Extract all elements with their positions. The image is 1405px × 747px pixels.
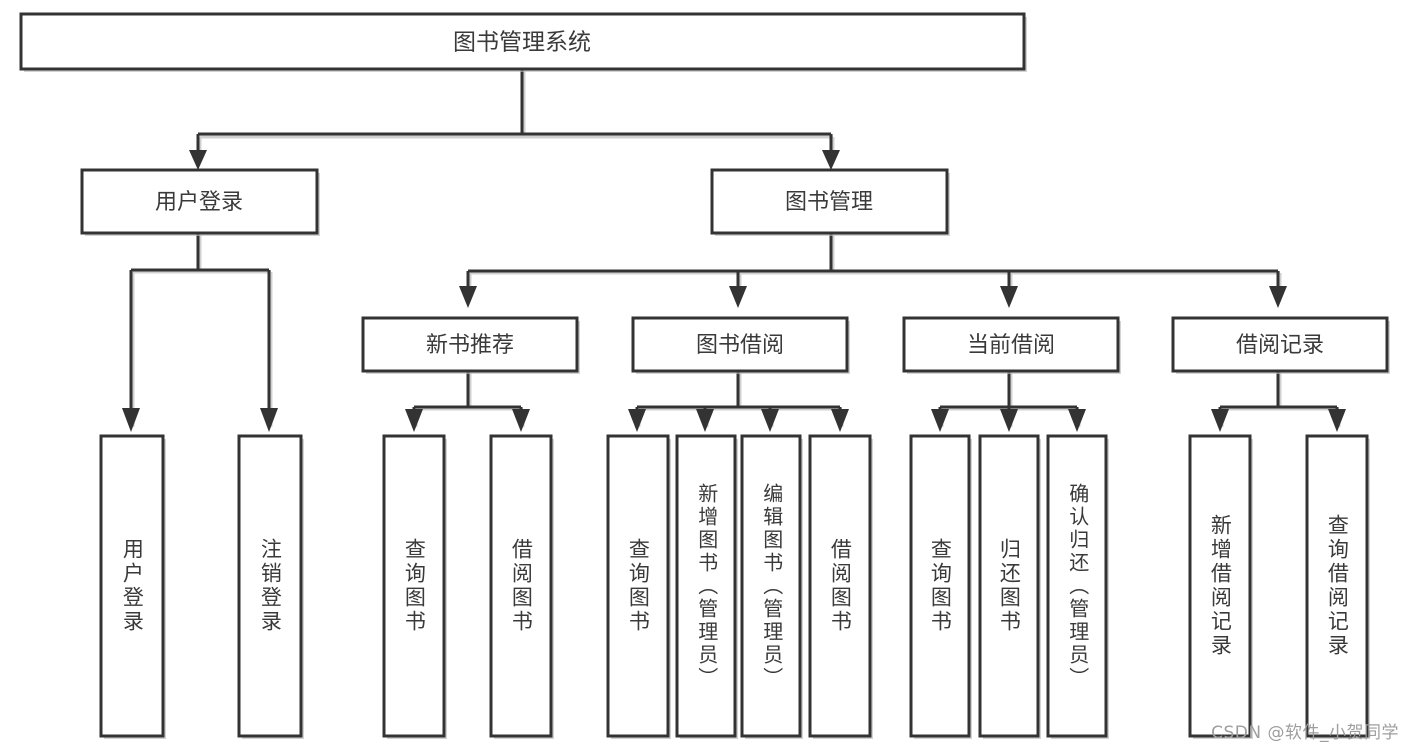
edge-userlogin-to-leaves [129, 233, 271, 425]
arrow-icon [189, 150, 207, 170]
arrow-icon [831, 409, 849, 432]
arrow-icon [729, 286, 747, 308]
node-box-book-management[interactable] [710, 168, 949, 235]
arrow-icon [1068, 409, 1086, 432]
arrow-icon [122, 408, 140, 432]
node-box-leaf[interactable] [675, 434, 737, 738]
node-box-leaf[interactable] [382, 434, 446, 738]
level3-label-new-book-recommend: 新书推荐 [426, 333, 514, 358]
node-box-leaf[interactable] [606, 434, 670, 738]
edge-root-to-level2 [196, 69, 833, 158]
node-box-leaf[interactable] [489, 434, 553, 738]
arrow-icon [761, 409, 779, 432]
horizontal-label-layer: 图书管理系统 用户登录 图书管理 新书推荐 图书借阅 当前借阅 借阅记录 [155, 30, 1324, 359]
level3-label-current-borrow: 当前借阅 [967, 333, 1055, 358]
node-box-current-borrow[interactable] [902, 316, 1120, 373]
node-box-leaf[interactable] [909, 434, 971, 738]
arrow-icon [405, 409, 423, 432]
level2-label-book-management: 图书管理 [785, 190, 873, 215]
arrow-icon [1000, 286, 1018, 308]
arrow-icon [1000, 409, 1018, 432]
arrow-icon [696, 409, 714, 432]
edge-layer [129, 69, 1339, 425]
node-box-leaf[interactable] [1046, 434, 1108, 738]
arrow-icon [459, 286, 477, 308]
node-box-leaf[interactable] [978, 434, 1040, 738]
node-box-leaf[interactable] [1188, 434, 1252, 738]
node-box-leaf[interactable] [740, 434, 802, 738]
arrow-icon [260, 408, 278, 432]
arrow-icon [822, 150, 840, 170]
edge-bookmgmt-to-level3 [466, 233, 1280, 294]
edge-borrowrecord-to-leaves [1218, 370, 1339, 425]
edge-bookborrow-to-leaves [635, 370, 842, 425]
arrow-icon [1211, 409, 1229, 432]
root-label: 图书管理系统 [453, 30, 591, 56]
arrow-icon [931, 409, 949, 432]
level2-label-user-login: 用户登录 [155, 190, 243, 215]
node-box-leaf[interactable] [237, 434, 303, 738]
edge-newbook-to-leaves [412, 370, 523, 425]
arrow-icon [1269, 286, 1287, 308]
node-box-leaf[interactable] [99, 434, 165, 738]
arrowhead-layer [122, 150, 1346, 432]
node-box-root[interactable] [19, 12, 1026, 71]
node-box-leaf[interactable] [1305, 434, 1369, 738]
node-box-book-borrow[interactable] [631, 316, 849, 373]
arrow-icon [1328, 409, 1346, 432]
level3-label-book-borrow: 图书借阅 [696, 333, 784, 358]
node-layer [19, 12, 1389, 738]
node-box-new-book-recommend[interactable] [361, 316, 579, 373]
arrow-icon [628, 409, 646, 432]
level3-label-borrow-record: 借阅记录 [1236, 333, 1324, 358]
node-box-leaf[interactable] [808, 434, 872, 738]
node-box-borrow-record[interactable] [1171, 316, 1389, 373]
arrow-icon [512, 409, 530, 432]
edge-shadow-layer [131, 71, 1341, 427]
watermark: CSDN @软件_小贺同学 [1211, 723, 1399, 743]
node-box-user-login[interactable] [80, 168, 319, 235]
